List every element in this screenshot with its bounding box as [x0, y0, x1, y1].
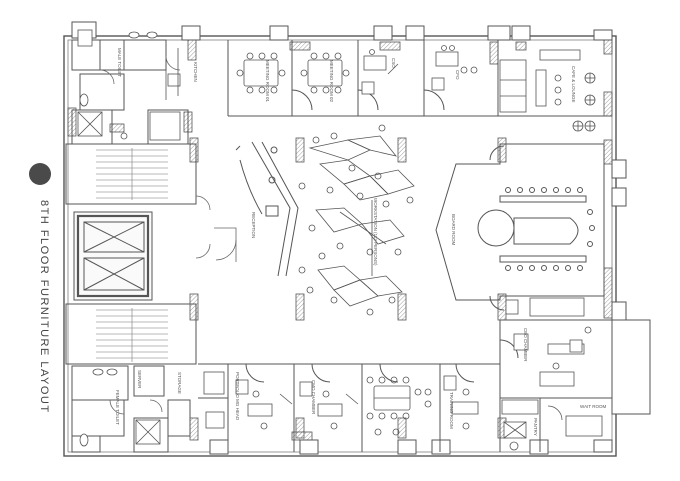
sheet-title: 8TH FLOOR FURNITURE LAYOUT: [38, 200, 50, 414]
label-cso: CSO: [391, 58, 396, 68]
label-reception: RECEPTION: [251, 212, 256, 238]
label-cafe-lounge: CAFE & LOUNGE: [571, 66, 576, 103]
cso-cfo-furniture: [361, 45, 478, 95]
label-training-room: TRAINING ROOM: [449, 392, 454, 429]
bottom-partitions: [198, 319, 612, 452]
bottom-rooms-furniture: [203, 371, 479, 436]
north-marker-icon: [29, 163, 51, 185]
label-female-toilet: FEMALE TOILET: [115, 390, 120, 425]
kitchen-area: [165, 48, 181, 100]
outer-walls: [63, 35, 617, 457]
top-partitions: [227, 40, 612, 117]
toilet-fixtures: [77, 29, 181, 447]
board-room: [435, 143, 605, 311]
label-kitchen: KITCHEN: [193, 62, 198, 82]
label-cfo: CFO: [455, 70, 460, 80]
reception-desk: [235, 141, 299, 277]
label-server: SERVER: [137, 370, 142, 389]
label-cmo-chamber: CMO CHAMBER: [311, 380, 316, 415]
label-wait-room: WAIT ROOM: [580, 404, 607, 409]
label-portfolio-mg-head: PORTFOLIO MG HEAD: [235, 372, 240, 421]
bottom-columns: [71, 435, 613, 455]
top-columns: [71, 21, 613, 41]
label-meeting-room-02: MEETING ROOM 02: [329, 60, 334, 103]
room-labels: KITCHEN MEETING ROOM 01 MEETING ROOM 02 …: [115, 48, 607, 436]
label-board-room: BOARD ROOM: [451, 214, 456, 246]
right-projections: [611, 159, 651, 415]
label-workstation: WORKSTATION (113 PERSONS): [373, 198, 378, 266]
workstation-clusters: [298, 124, 415, 316]
wait-pantry: [501, 399, 603, 451]
label-ceo-chamber: CEO CHAMBER: [523, 328, 528, 362]
label-storage: STORAGE: [177, 372, 182, 394]
label-meeting-room-01: MEETING ROOM 01: [265, 60, 270, 103]
label-pantry: PANTRY: [533, 418, 538, 436]
stair-treads: [96, 148, 168, 362]
service-core: [65, 39, 197, 453]
meeting-tables-top: [236, 52, 350, 94]
door-swings: [99, 55, 237, 415]
ceo-chamber: [505, 297, 592, 387]
cafe-lounge-furniture: [499, 49, 596, 132]
label-male-toilet: MALE TOILET: [117, 48, 122, 77]
